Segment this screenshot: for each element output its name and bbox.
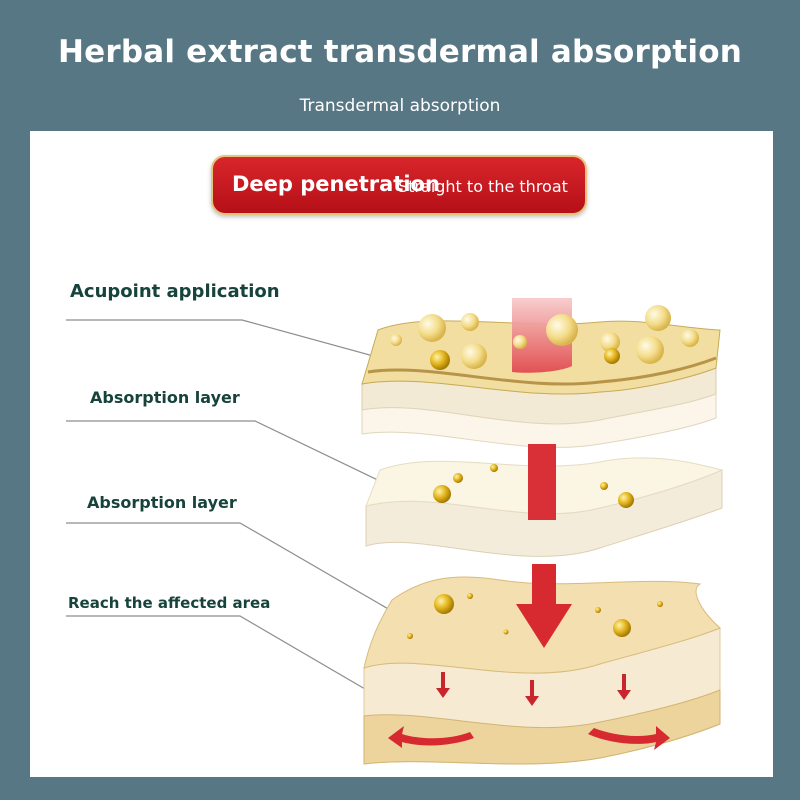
penetration-arrow-main (516, 564, 572, 648)
banner-sub-text: Straight to the throat (398, 177, 568, 196)
label-absorption-layer-1: Absorption layer (90, 388, 240, 407)
leader-line-affected (66, 615, 419, 721)
label-reach-affected-area: Reach the affected area (68, 594, 271, 612)
leader-line-absorption-2 (66, 522, 429, 633)
page-subtitle: Transdermal absorption (299, 96, 501, 116)
penetration-arrow-upper (528, 444, 556, 520)
label-acupoint-application: Acupoint application (70, 281, 280, 302)
surface-bubbles (390, 305, 699, 370)
diffusion-arrows-down (436, 672, 631, 706)
leader-lines (66, 319, 441, 721)
penetration-banner: Deep penetration Straight to the throat (211, 155, 587, 215)
label-absorption-layer-2: Absorption layer (87, 493, 237, 512)
banner-main-text: Deep penetration (232, 172, 440, 196)
spread-arrow-left (388, 726, 474, 748)
spread-arrow-right (588, 726, 670, 750)
leader-line-acupoint (66, 319, 433, 373)
page-title: Herbal extract transdermal absorption (57, 34, 743, 70)
